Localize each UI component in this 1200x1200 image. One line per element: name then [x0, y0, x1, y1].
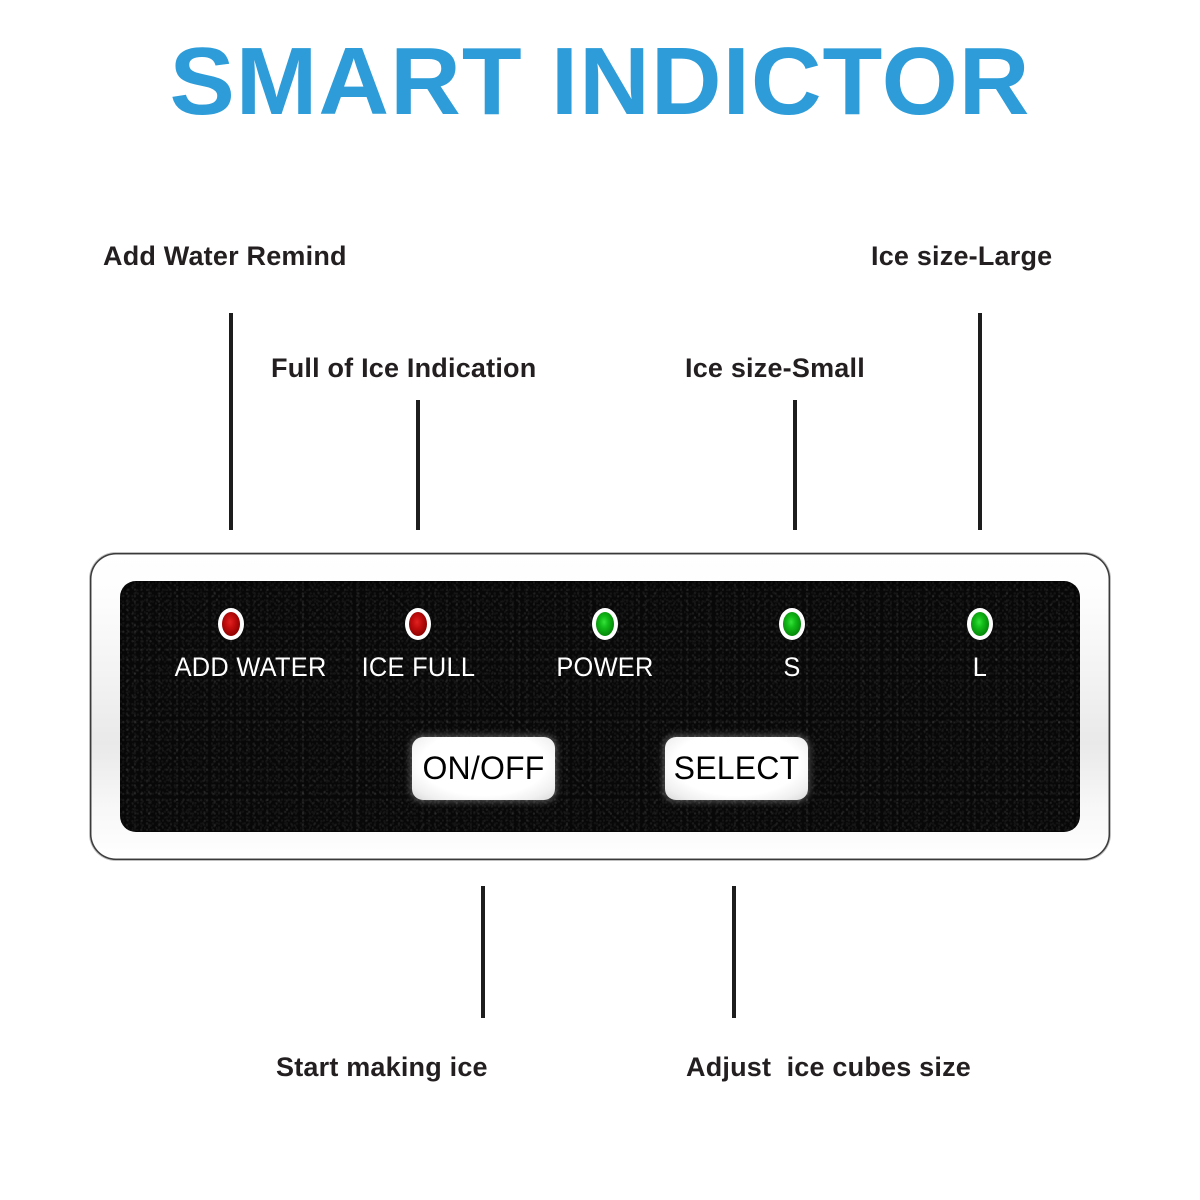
callout-ice-size-large: Ice size-Large	[871, 241, 1053, 271]
indicator-ice-size-large: L	[920, 608, 1040, 683]
leader-line-size-large	[978, 313, 982, 530]
leader-line-ice-full	[416, 400, 420, 530]
indicator-ice-size-small: S	[732, 608, 852, 683]
leader-line-size-small	[793, 400, 797, 530]
size-large-led-label: L	[972, 652, 988, 682]
leader-line-select	[732, 886, 736, 1018]
indicator-ice-full: ICE FULL	[358, 608, 478, 683]
power-led-icon	[592, 608, 618, 640]
control-panel-faceplate: ADD WATER ICE FULL POWER S L ON/OFF SELE…	[120, 581, 1080, 832]
callout-full-of-ice-indication: Full of Ice Indication	[271, 353, 537, 383]
leader-line-on-off	[481, 886, 485, 1018]
power-led-label: POWER	[556, 652, 654, 682]
callout-start-making-ice: Start making ice	[276, 1052, 488, 1082]
callout-ice-size-small: Ice size-Small	[685, 353, 865, 383]
ice-full-led-label: ICE FULL	[361, 652, 476, 682]
callout-add-water-remind: Add Water Remind	[103, 241, 347, 271]
ice-full-led-icon	[405, 608, 431, 640]
leader-line-add-water	[229, 313, 233, 530]
callout-adjust-ice-cubes-size: Adjust ice cubes size	[686, 1052, 971, 1082]
size-small-led-label: S	[783, 652, 801, 682]
size-small-led-icon	[779, 608, 805, 640]
add-water-led-icon	[218, 608, 244, 640]
indicator-add-water: ADD WATER	[171, 608, 327, 683]
on-off-button[interactable]: ON/OFF	[412, 737, 555, 800]
add-water-led-label: ADD WATER	[174, 652, 327, 682]
indicator-power: POWER	[545, 608, 665, 683]
page-title: SMART INDICTOR	[169, 28, 1031, 135]
size-large-led-icon	[967, 608, 993, 640]
select-button[interactable]: SELECT	[665, 737, 808, 800]
